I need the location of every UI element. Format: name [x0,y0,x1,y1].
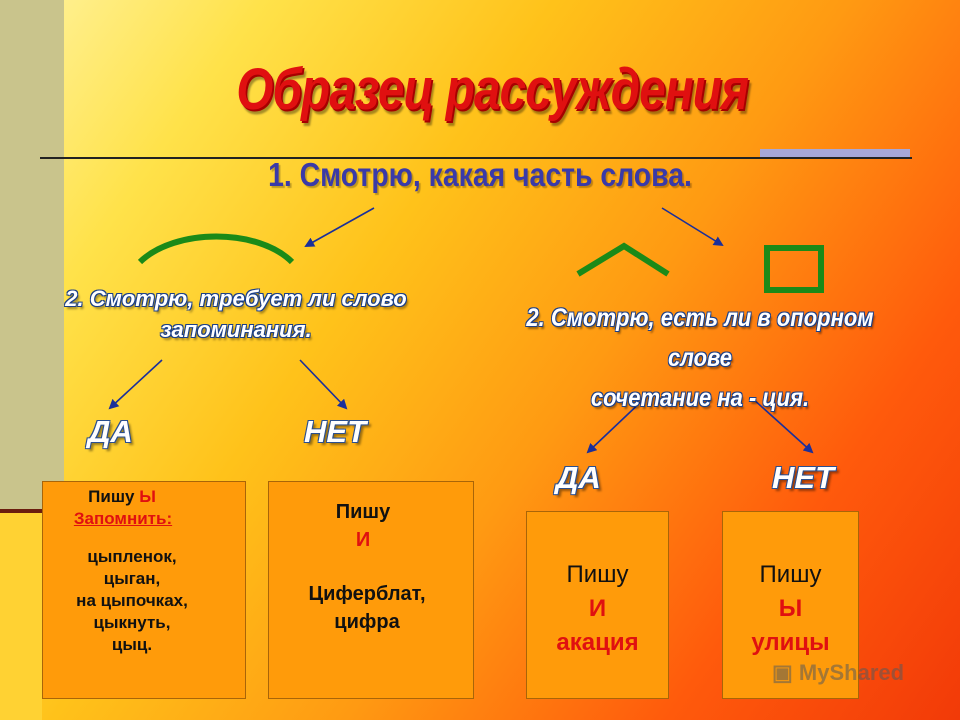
arrow-icon [661,207,724,247]
left-no-letter: И [355,529,371,551]
watermark-icon: ▣ [772,660,799,685]
list-item: цифра [334,611,400,633]
arrow-icon [586,397,646,454]
arrow-icon [751,397,814,454]
right-step-two-line2: сочетание на - ция. [590,384,810,412]
arrow-icon [108,359,163,410]
right-no-label: НЕТ [772,460,834,495]
left-yes-label: ДА [88,414,133,449]
list-item: цыган, [103,569,161,588]
right-yes-write-label: Пишу [566,561,629,588]
step-one-text: 1. Смотрю, какая часть слова. [268,156,692,193]
left-step-two-line2: запоминания. [160,317,312,342]
left-yes-box: Пишу Ы Запомнить: цыпленок, цыган, на цы… [42,481,246,699]
left-yes-write: Пишу Ы [0,486,245,508]
right-yes-example: акация [556,629,639,656]
left-yes-write-label: Пишу [88,487,135,506]
left-yes-word-list: цыпленок, цыган, на цыпочках, цыкнуть, ц… [19,546,245,656]
watermark-text: MyShared [798,660,905,685]
list-item: на цыпочках, [76,591,188,610]
left-yes-letter: Ы [139,487,156,506]
side-divider [0,509,46,513]
left-no-label: НЕТ [304,414,366,449]
side-band-lower [0,512,42,720]
side-band [0,0,64,512]
right-no-letter: Ы [778,595,803,622]
left-no-box: Пишу И Циферблат, цифра [268,481,474,699]
list-item: цыц. [111,635,153,654]
left-step-two-line1: 2. Смотрю, требует ли слово [65,286,407,311]
left-no-write-label: Пишу [335,501,391,523]
right-step-two-line1: 2. Смотрю, есть ли в опорном слове [526,304,874,372]
watermark: ▣ MyShared [772,660,904,686]
arrow-icon [304,207,375,247]
header-divider [40,157,912,159]
right-yes-letter: И [588,595,607,622]
slide-title: Образец рассуждения [236,57,749,122]
right-no-write-label: Пишу [759,561,822,588]
right-yes-label: ДА [556,460,601,495]
right-yes-box: Пишу И акация [526,511,669,699]
left-step-two: 2. Смотрю, требует ли слово запоминания. [16,283,456,345]
list-item: Циферблат, [308,583,426,605]
arrow-icon [299,359,348,410]
suffix-mark-icon [576,242,670,277]
right-no-example: улицы [751,629,830,656]
right-no-box: Пишу Ы улицы [722,511,859,699]
ending-mark-icon [764,245,824,293]
root-mark-icon [137,233,295,265]
right-step-two: 2. Смотрю, есть ли в опорном слове сочет… [498,298,903,418]
list-item: цыкнуть, [93,613,171,632]
list-item: цыпленок, [87,547,177,566]
left-yes-remember: Запомнить: [73,509,173,528]
header-accent-bar [760,149,910,157]
left-no-word-list: Циферблат, цифра [261,580,473,636]
